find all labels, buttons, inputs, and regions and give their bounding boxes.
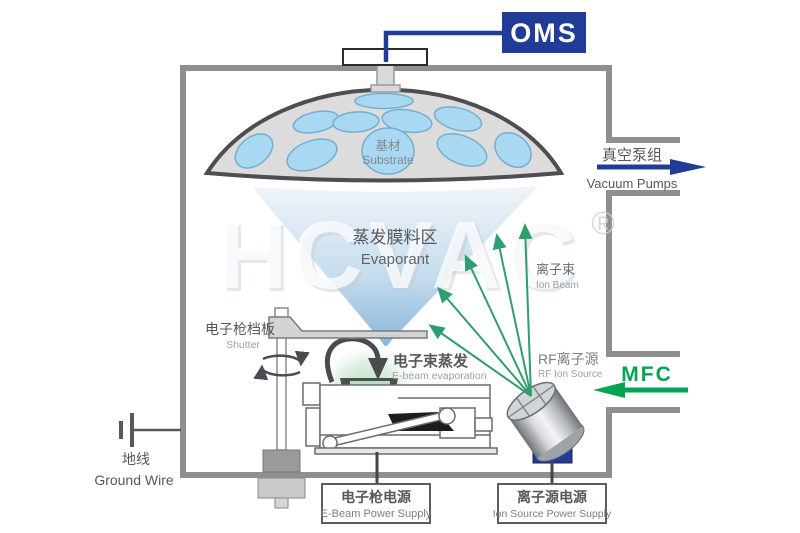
egun-right-tab <box>474 417 493 432</box>
chamber-wall-left <box>180 65 186 478</box>
ion-beam-arrow <box>492 233 532 397</box>
mfc-arrow <box>593 382 688 398</box>
ion-beam-arrow <box>464 254 532 397</box>
substrate-ellipse <box>433 106 483 132</box>
chamber <box>180 65 680 478</box>
chamber-wall-top <box>180 65 612 71</box>
ion-source-cylinder <box>506 381 585 462</box>
oms-label: OMS <box>510 18 578 48</box>
ion-beam-label-en: Ion Beam <box>536 280 579 291</box>
evaporant-cone <box>252 186 538 346</box>
shutter-plate <box>268 316 428 339</box>
substrate-ellipse <box>381 108 433 134</box>
ground-symbol <box>119 413 181 447</box>
ebeam-evaporation-label-en: E-beam evaporation <box>392 370 487 382</box>
ion-beam-label-zh: 离子束 <box>536 262 575 277</box>
substrate-label-zh: 基材 <box>375 139 400 153</box>
ground-bar-tall <box>130 413 134 447</box>
egun-base-plate <box>314 447 498 455</box>
evaporant-label-zh: 蒸发膜料区 <box>353 228 438 247</box>
chamber-wall-right-upper <box>606 65 612 143</box>
substrate-ellipses <box>234 92 532 175</box>
ebeam-power-supply-box <box>321 483 431 524</box>
chamber-wall-right-middle <box>606 190 612 357</box>
watermark-text: HCVAC <box>218 202 582 309</box>
egun-left-block-lower <box>305 407 321 447</box>
ion-beams <box>428 223 533 397</box>
top-hardware: OMS <box>342 12 586 93</box>
shutter-group <box>253 307 428 509</box>
shutter-feedthrough-stub <box>274 497 289 509</box>
watermark: HCVAC HCVAC ® <box>218 202 615 312</box>
ground-bar-short <box>119 421 123 439</box>
chamber-wall-right-lower <box>606 407 612 478</box>
dome-stem-flange <box>370 84 401 93</box>
shutter-label-en: Shutter <box>226 339 260 351</box>
vacuum-arrow <box>597 159 706 175</box>
ion-beam-arrow <box>428 324 532 397</box>
ebeam-evaporation-label-zh: 电子束蒸发 <box>393 352 469 370</box>
substrate-dome-group: 基材 Substrate <box>203 87 565 183</box>
mfc-port-flange-top <box>612 351 680 357</box>
shutter-rotation-arrow-left <box>253 364 301 381</box>
shutter-feedthrough-lower <box>257 477 306 499</box>
ground-wire-label-zh: 地线 <box>122 451 150 467</box>
substrate-label-en: Substrate <box>362 153 414 167</box>
ebeam-power-supply-label-en: E-Beam Power Supply <box>321 508 432 520</box>
egun-assembly <box>302 382 498 455</box>
shutter-feedthrough-upper <box>262 449 301 473</box>
egun-roller-right <box>438 407 456 425</box>
ion-source-power-supply-label-en: Ion Source Power Supply <box>493 508 612 520</box>
rf-ion-source-label-zh: RF离子源 <box>538 351 599 367</box>
oms-box <box>502 12 586 53</box>
substrate-ellipse <box>494 132 532 168</box>
substrate-ellipse <box>286 138 338 172</box>
substrate-ellipse <box>234 133 274 169</box>
vacuum-port-flange-top <box>612 137 680 143</box>
ebeam-power-supply: 电子枪电源 E-Beam Power Supply <box>321 483 432 524</box>
ion-source-power-supply-box <box>497 483 607 524</box>
ion-beam-arrow <box>437 286 532 397</box>
substrate-ellipse <box>436 133 488 167</box>
egun-left-block-upper <box>302 382 321 406</box>
oms-wire <box>383 30 502 62</box>
watermark-shadow: HCVAC <box>221 205 585 312</box>
ebeam-arrowhead <box>368 358 388 380</box>
ion-source-power-supply: 离子源电源 Ion Source Power Supply <box>493 483 612 524</box>
ground-wire-label-en: Ground Wire <box>94 472 174 488</box>
substrate-ellipse <box>361 127 415 175</box>
chamber-wall-bottom <box>180 472 612 478</box>
ion-source-body <box>508 385 583 459</box>
vacuum-pumps-label-zh: 真空泵组 <box>602 146 662 164</box>
evaporant-label-en: Evaporant <box>361 251 430 268</box>
watermark-reg: ® <box>591 205 615 241</box>
mfc-port-flange-bottom <box>612 407 680 413</box>
ebeam-power-supply-label-zh: 电子枪电源 <box>341 489 411 505</box>
ion-beam-arrow <box>518 223 533 397</box>
ebeam-arrow <box>324 336 388 383</box>
ion-source-grid <box>507 384 555 419</box>
substrate-ellipse <box>332 111 380 133</box>
shutter-rotation-arrow-right <box>262 350 310 367</box>
shutter-label-zh: 电子枪档板 <box>205 321 275 337</box>
substrate-ellipse <box>354 92 414 110</box>
vacuum-pumps-label-en: Vacuum Pumps <box>587 176 678 191</box>
vacuum-port-flange-bottom <box>612 190 680 196</box>
mfc-label: MFC <box>621 363 673 386</box>
rf-ion-source-label-en: RF Ion Source <box>538 369 603 380</box>
ebeam-arrow-path <box>324 336 381 383</box>
ion-source-power-supply-label-zh: 离子源电源 <box>517 489 587 505</box>
